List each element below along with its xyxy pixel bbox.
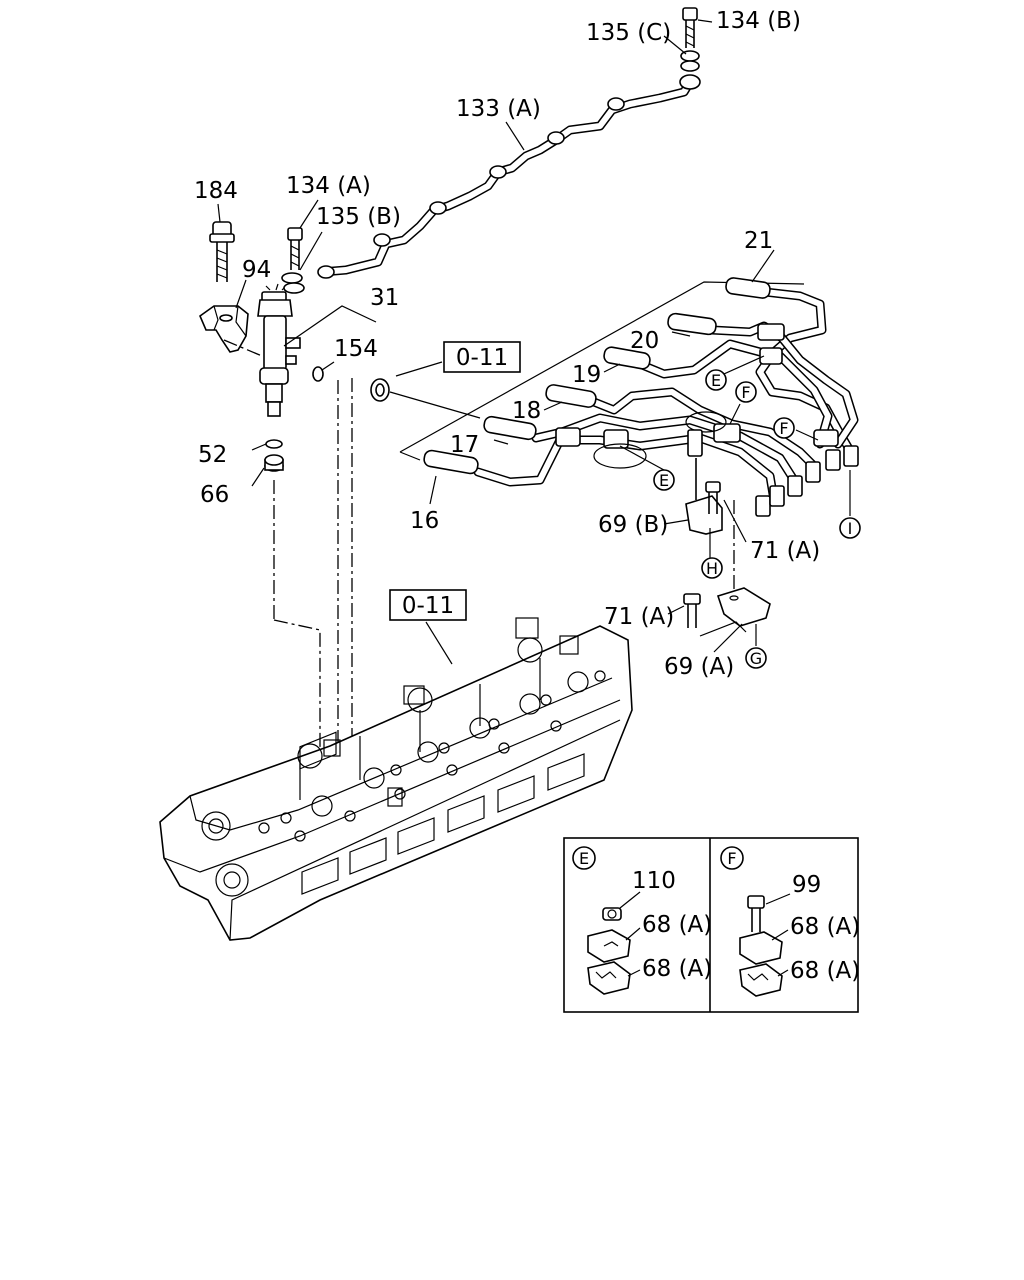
label-71a-lower[interactable]: 71 (A) xyxy=(604,604,674,630)
head-ports xyxy=(299,731,337,770)
cylinder-head xyxy=(159,617,633,941)
marker-e2: E xyxy=(653,469,675,491)
pipe-end-16 xyxy=(423,449,479,475)
pipe-end-17 xyxy=(483,415,537,441)
detail-box xyxy=(563,837,859,1013)
detail-f-marker: F xyxy=(720,846,744,870)
ref-box-011-lower-frame xyxy=(389,589,467,621)
svg-text:I: I xyxy=(848,519,853,538)
marker-e1: E xyxy=(705,369,727,391)
align-line-clamp xyxy=(223,339,263,357)
svg-text:E: E xyxy=(579,849,589,868)
clamp-ring xyxy=(593,443,647,469)
label-71a-upper[interactable]: 71 (A) xyxy=(750,538,820,564)
detail-e-label-110[interactable]: 110 xyxy=(632,868,676,894)
marker-i: I xyxy=(839,517,861,539)
ref-box-011-upper-frame xyxy=(443,341,521,373)
pipe-end-20 xyxy=(667,312,717,336)
detail-e-marker: E xyxy=(572,846,596,870)
marker-f2: F xyxy=(773,417,795,439)
label-134b[interactable]: 134 (B) xyxy=(716,8,801,34)
nut-66 xyxy=(264,454,284,472)
detail-e-label-68a-upper[interactable]: 68 (A) xyxy=(642,912,712,938)
svg-text:E: E xyxy=(659,471,669,490)
ref-box-011-upper[interactable]: 0-11 xyxy=(456,345,508,371)
detail-f-label-68a-upper[interactable]: 68 (A) xyxy=(790,914,860,940)
o-ring-154 xyxy=(312,366,324,382)
label-52[interactable]: 52 xyxy=(198,442,227,468)
pipe-nut-18 xyxy=(787,475,803,497)
bolt-184 xyxy=(209,221,235,282)
bolt-134a xyxy=(287,227,303,270)
bracket-69a xyxy=(716,587,771,627)
pipe-clamp-f2 xyxy=(813,429,839,447)
washer-52 xyxy=(265,439,283,449)
pipe-end-21 xyxy=(725,277,771,299)
detail-f-label-68a-lower[interactable]: 68 (A) xyxy=(790,958,860,984)
injection-pipes xyxy=(389,249,859,517)
pipe-clamp-e4 xyxy=(759,347,783,365)
label-135b[interactable]: 135 (B) xyxy=(316,204,401,230)
label-69a[interactable]: 69 (A) xyxy=(664,654,734,680)
detail-f-label-99[interactable]: 99 xyxy=(792,872,821,898)
detail-f-bolt-99 xyxy=(747,895,765,932)
injector-31 xyxy=(257,283,301,417)
clamp-ring-2 xyxy=(685,411,727,433)
washer-135b-upper xyxy=(281,272,303,284)
marker-f1: F xyxy=(735,381,757,403)
leak-pipe-133a xyxy=(317,74,701,279)
detail-e-clamp-upper xyxy=(587,929,631,963)
pipe-clamp-f1 xyxy=(713,423,741,443)
label-94[interactable]: 94 xyxy=(242,257,271,283)
seal-ring xyxy=(370,378,390,402)
pipe-nut-20 xyxy=(825,449,841,471)
detail-f-clamp-lower xyxy=(739,963,783,997)
label-134a[interactable]: 134 (A) xyxy=(286,173,371,199)
washer-135c-lower xyxy=(680,60,700,72)
svg-text:G: G xyxy=(750,649,762,668)
label-133a[interactable]: 133 (A) xyxy=(456,96,541,122)
svg-text:F: F xyxy=(727,849,736,868)
label-154[interactable]: 154 xyxy=(334,336,378,362)
pipe-clamp-e3 xyxy=(757,323,785,341)
bracket-69b xyxy=(685,429,723,535)
label-69b[interactable]: 69 (B) xyxy=(598,512,668,538)
marker-g: G xyxy=(745,647,767,669)
pipe-nut-19 xyxy=(805,461,821,483)
bolt-71a-upper xyxy=(705,481,721,514)
pipe-nut-16 xyxy=(755,495,771,517)
label-31[interactable]: 31 xyxy=(370,285,399,311)
detail-e-label-68a-lower[interactable]: 68 (A) xyxy=(642,956,712,982)
svg-text:E: E xyxy=(711,371,721,390)
label-17[interactable]: 17 xyxy=(450,432,479,458)
washer-135b-lower xyxy=(283,282,305,294)
label-21[interactable]: 21 xyxy=(744,228,773,254)
pipe-nut-21 xyxy=(843,445,859,467)
clamp-94 xyxy=(199,305,249,353)
pipe-end-18 xyxy=(545,384,597,408)
label-20[interactable]: 20 xyxy=(630,328,659,354)
marker-h: H xyxy=(701,557,723,579)
svg-text:F: F xyxy=(741,383,750,402)
injector-assembly xyxy=(199,199,443,860)
bolt-134b xyxy=(682,7,698,48)
label-66[interactable]: 66 xyxy=(200,482,229,508)
svg-text:H: H xyxy=(706,559,718,578)
label-16[interactable]: 16 xyxy=(410,508,439,534)
detail-f-clamp-upper xyxy=(739,931,783,965)
detail-e-clamp-lower xyxy=(587,961,631,995)
ref-box-011-lower[interactable]: 0-11 xyxy=(402,593,454,619)
label-184[interactable]: 184 xyxy=(194,178,238,204)
pipe-clamp-e1 xyxy=(555,427,581,447)
label-135c[interactable]: 135 (C) xyxy=(586,20,671,46)
svg-text:F: F xyxy=(779,419,788,438)
label-19[interactable]: 19 xyxy=(572,362,601,388)
pipe-nut-17 xyxy=(769,485,785,507)
detail-e-nut-110 xyxy=(602,907,622,921)
bolt-71a-lower xyxy=(683,593,701,628)
label-18[interactable]: 18 xyxy=(512,398,541,424)
pipe-end-19 xyxy=(603,346,651,370)
